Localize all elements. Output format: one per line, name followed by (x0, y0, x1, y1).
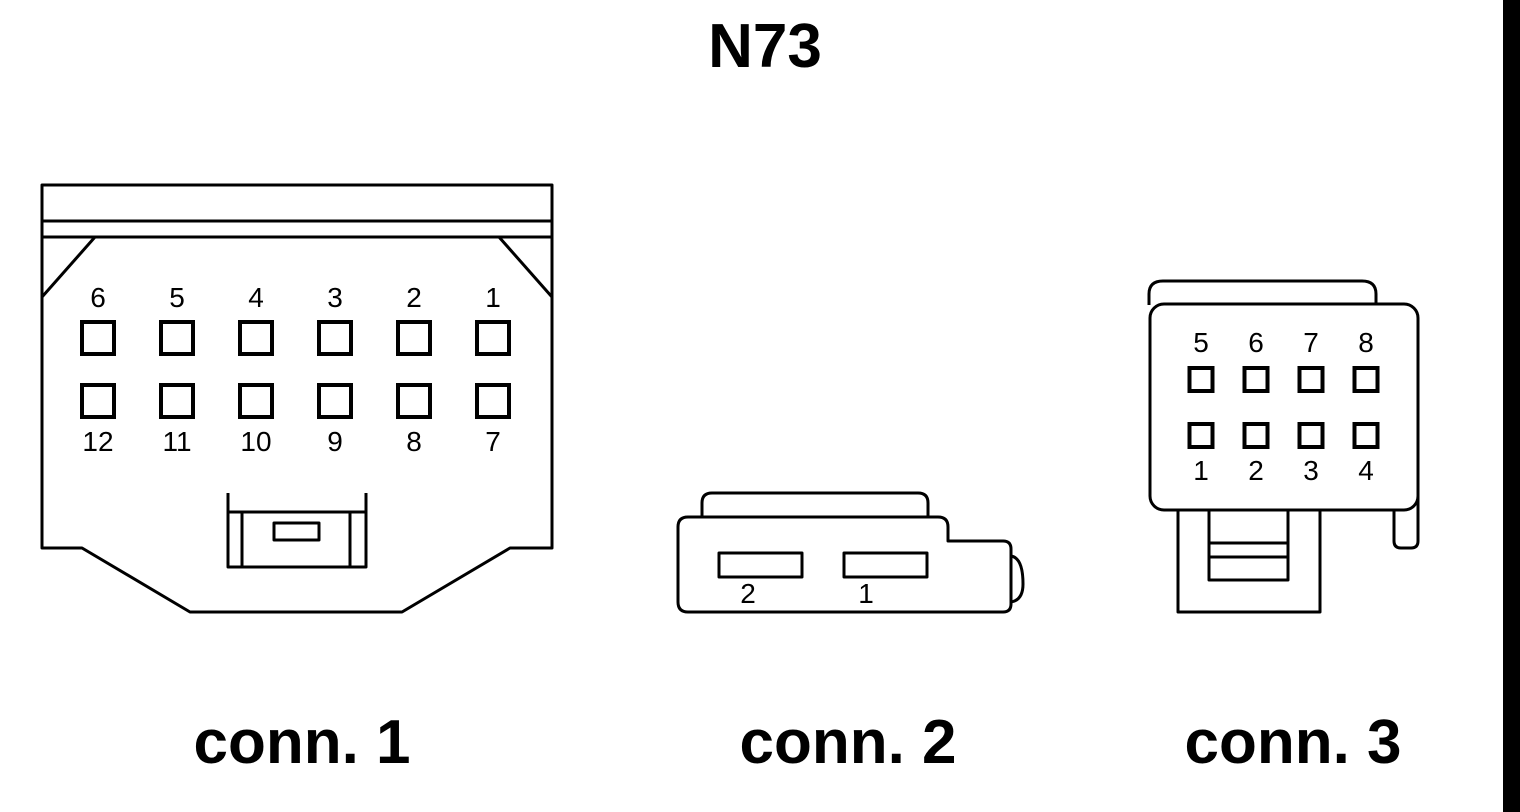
connector-3-pin-label-3: 3 (1303, 455, 1319, 486)
connector-3-pin-label-5: 5 (1193, 327, 1209, 358)
connector-1-latch (226, 493, 368, 569)
connector-1-pin-2 (396, 320, 432, 356)
connector-3-pin-label-2: 2 (1248, 455, 1264, 486)
connector-2-pin-label-1: 1 (858, 578, 874, 609)
connector-3-pin-2 (1242, 422, 1270, 449)
connector-3-pin-label-6: 6 (1248, 327, 1264, 358)
connector-1-pin-5 (159, 320, 195, 356)
connector-1-pin-label-8: 8 (406, 426, 422, 457)
connector-1-housing (40, 183, 554, 614)
right-border (1503, 0, 1520, 812)
connector-1-pin-label-3: 3 (327, 282, 343, 313)
connector-1-pin-9 (317, 383, 353, 419)
connector-3-caption: conn. 3 (1184, 708, 1401, 777)
connector-1-pin-label-1: 1 (485, 282, 501, 313)
connector-2-housing (676, 491, 1025, 614)
connector-3-pin-label-4: 4 (1358, 455, 1374, 486)
connector-1-pin-label-7: 7 (485, 426, 501, 457)
connector-2-caption: conn. 2 (739, 708, 956, 777)
connector-1-pin-11 (159, 383, 195, 419)
connector-1-pin-label-4: 4 (248, 282, 264, 313)
connector-1-pin-label-2: 2 (406, 282, 422, 313)
diagram-title: N73 (708, 12, 822, 81)
connector-1-pin-label-11: 11 (162, 426, 191, 457)
connector-3-pin-1 (1187, 422, 1215, 449)
connector-3-pin-label-8: 8 (1358, 327, 1374, 358)
connector-3-pin-5 (1187, 366, 1215, 393)
connector-1-pin-1 (475, 320, 511, 356)
connector-3-pin-7 (1297, 366, 1325, 393)
connector-1-pin-label-5: 5 (169, 282, 185, 313)
connector-3-pin-8 (1352, 366, 1380, 393)
connector-1-pin-8 (396, 383, 432, 419)
connector-1-pin-7 (475, 383, 511, 419)
connector-3-pin-label-1: 1 (1193, 455, 1209, 486)
connector-3: 5 6 7 8 1 2 3 4 (1147, 279, 1420, 614)
connector-1-caption: conn. 1 (193, 708, 410, 777)
connector-1-pin-label-12: 12 (82, 426, 113, 457)
connector-1-pin-label-10: 10 (240, 426, 271, 457)
connector-3-pin-4 (1352, 422, 1380, 449)
connector-3-housing (1147, 279, 1420, 614)
connector-1-pin-label-6: 6 (90, 282, 106, 313)
connector-3-pin-label-7: 7 (1303, 327, 1319, 358)
connector-2-pin-label-2: 2 (740, 578, 756, 609)
connector-3-pin-6 (1242, 366, 1270, 393)
connector-1-pins: 6 5 4 3 2 1 12 11 10 9 8 7 (80, 282, 511, 457)
connector-1: 6 5 4 3 2 1 12 11 10 9 8 7 (40, 183, 554, 614)
connector-1-pin-4 (238, 320, 274, 356)
connector-3-pins: 5 6 7 8 1 2 3 4 (1187, 327, 1380, 486)
connector-1-pin-6 (80, 320, 116, 356)
connector-3-pin-3 (1297, 422, 1325, 449)
connector-1-pin-12 (80, 383, 116, 419)
connector-1-pin-label-9: 9 (327, 426, 343, 457)
connector-1-pin-3 (317, 320, 353, 356)
connector-1-pin-10 (238, 383, 274, 419)
